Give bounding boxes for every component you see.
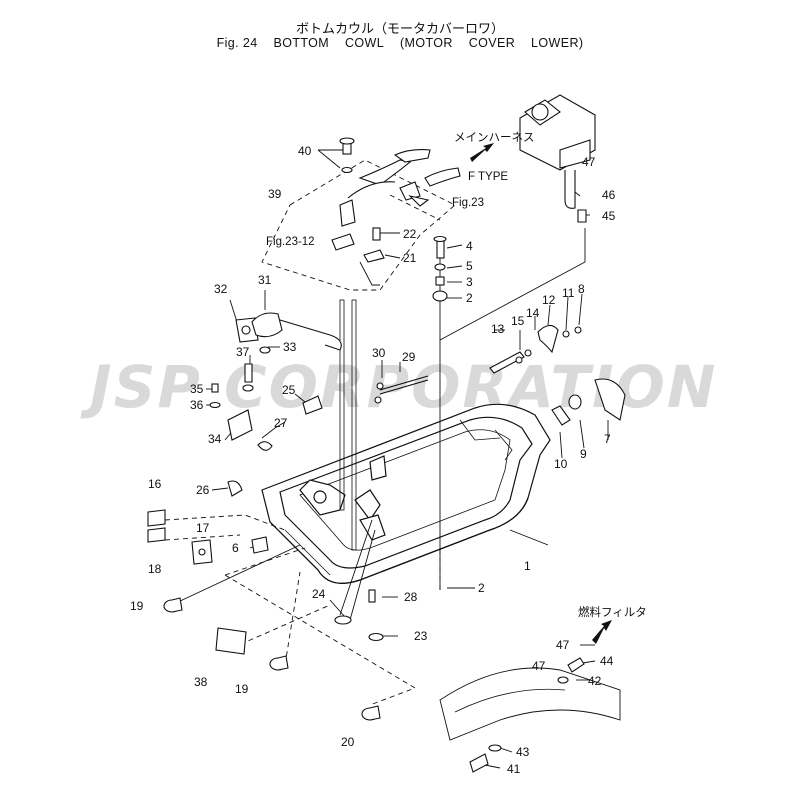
callout-25: 25 — [282, 383, 296, 397]
callout-2-lower: 2 — [478, 581, 485, 595]
bottom-cowl-body — [261, 299, 551, 584]
callout-18: 18 — [148, 562, 162, 576]
callout-26: 26 — [196, 483, 210, 497]
callout-22: 22 — [403, 227, 417, 241]
callout-34: 34 — [208, 432, 222, 446]
fig23-12-reference: Fig.23-12 — [266, 236, 315, 248]
callout-30: 30 — [372, 346, 386, 360]
callout-39: 39 — [268, 187, 282, 201]
part-drawings — [147, 94, 626, 773]
title-word: COWL — [344, 36, 385, 50]
callout-20: 20 — [341, 735, 355, 749]
title-word: COVER — [468, 36, 516, 50]
callout-47-upper: 47 — [582, 155, 596, 169]
title-word: (MOTOR — [399, 36, 453, 50]
main-harness-note: メインハーネス — [454, 131, 535, 144]
callout-21: 21 — [403, 251, 417, 265]
callout-17: 17 — [196, 521, 210, 535]
callout-45: 45 — [602, 209, 616, 223]
callout-19-lower: 19 — [235, 682, 249, 696]
callout-44: 44 — [600, 654, 614, 668]
callout-31: 31 — [258, 273, 272, 287]
callout-35: 35 — [190, 382, 204, 396]
callout-38: 38 — [194, 675, 208, 689]
callout-8: 8 — [578, 282, 585, 296]
callout-19-upper: 19 — [130, 599, 144, 613]
callout-23: 23 — [414, 629, 428, 643]
callout-14: 14 — [526, 306, 540, 320]
callout-4: 4 — [466, 239, 473, 253]
callout-5: 5 — [466, 259, 473, 273]
diagram-title-english: Fig. 24 BOTTOM COWL (MOTOR COVER LOWER) — [0, 36, 800, 50]
callout-3: 3 — [466, 275, 473, 289]
fig-number: Fig. 24 — [216, 36, 258, 50]
callout-2-upper: 2 — [466, 291, 473, 305]
callout-36: 36 — [190, 398, 204, 412]
callout-6: 6 — [232, 541, 239, 555]
callout-10: 10 — [554, 457, 568, 471]
callout-12: 12 — [542, 293, 556, 307]
callout-11: 11 — [562, 286, 575, 300]
callout-47-fuel-upper: 47 — [556, 638, 570, 652]
callout-33: 33 — [283, 340, 297, 354]
callout-32: 32 — [214, 282, 228, 296]
callout-46: 46 — [602, 188, 616, 202]
callout-29: 29 — [402, 350, 416, 364]
callout-42: 42 — [588, 674, 602, 688]
callout-13: 13 — [491, 322, 505, 336]
callout-41: 41 — [507, 762, 521, 776]
callout-16: 16 — [148, 477, 162, 491]
callout-28: 28 — [404, 590, 418, 604]
direction-arrows — [470, 143, 612, 644]
callout-37: 37 — [236, 345, 250, 359]
arrow-icon — [592, 620, 612, 644]
leader-lines — [177, 149, 609, 769]
part-callouts: 40 39 22 21 4 5 3 2 47 46 45 31 32 33 12… — [130, 144, 616, 776]
callout-24: 24 — [312, 587, 326, 601]
callout-40: 40 — [298, 144, 312, 158]
fuel-filter-note: 燃料フィルタ — [578, 605, 647, 619]
arrow-icon — [470, 143, 494, 162]
f-type-note: F TYPE — [468, 171, 508, 183]
callout-15: 15 — [511, 314, 525, 328]
callout-7: 7 — [604, 432, 611, 446]
callout-43: 43 — [516, 745, 530, 759]
title-word: BOTTOM — [273, 36, 330, 50]
diagram-title-japanese: ボトムカウル（モータカバーロワ） — [295, 22, 504, 37]
callout-27: 27 — [274, 416, 288, 430]
callout-47-fuel-lower: 47 — [532, 659, 546, 673]
title-word: LOWER) — [531, 36, 584, 50]
callout-9: 9 — [580, 447, 587, 461]
callout-1: 1 — [524, 559, 531, 573]
fig23-reference: Fig.23 — [452, 197, 484, 209]
